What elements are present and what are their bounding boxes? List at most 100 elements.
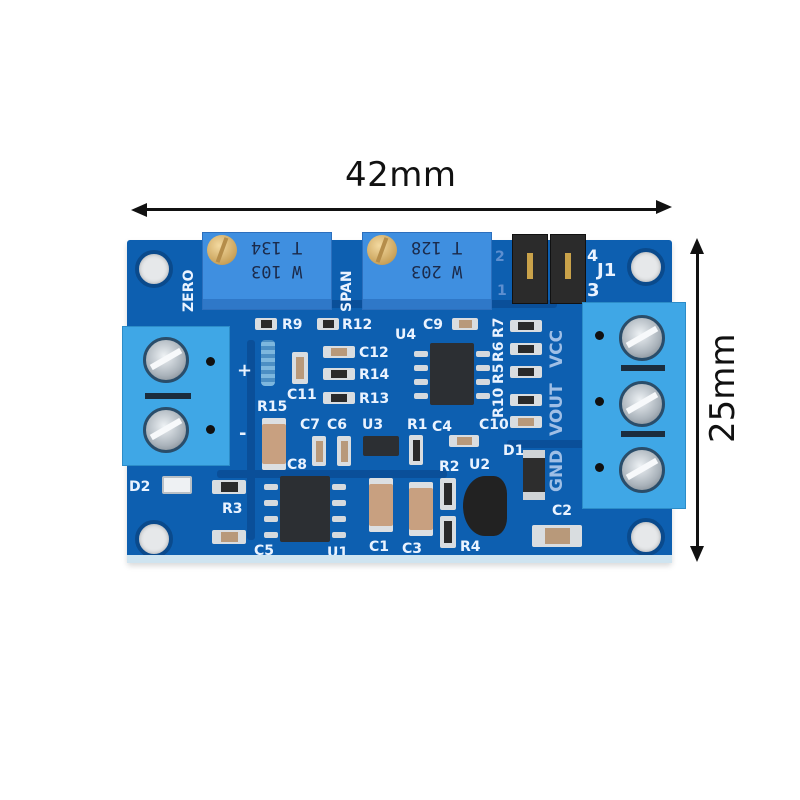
height-dimension-line <box>696 250 699 550</box>
silk-c5: C5 <box>254 543 275 559</box>
terminal-divider <box>621 431 665 437</box>
terminal-wire-hole <box>595 397 604 406</box>
terminal-screw-icon[interactable] <box>619 447 665 493</box>
silk-r12: R12 <box>342 317 373 333</box>
arrow-down-icon <box>690 546 704 562</box>
resistor-r2 <box>440 478 456 510</box>
terminal-divider <box>621 365 665 371</box>
output-terminal-block[interactable] <box>582 302 686 509</box>
ic-pin <box>414 365 428 371</box>
pcb-trace <box>247 340 255 540</box>
terminal-screw-icon[interactable] <box>143 337 189 383</box>
capacitor-c5 <box>212 530 246 544</box>
terminal-wire-hole <box>206 357 215 366</box>
silk-input-plus: + <box>237 360 253 381</box>
terminal-screw-icon[interactable] <box>619 315 665 361</box>
silk-r15: R15 <box>257 399 288 415</box>
pcb-trace <box>507 440 587 448</box>
width-dimension-label: 42mm <box>345 155 457 195</box>
ic-pin <box>414 393 428 399</box>
inductor <box>261 340 275 386</box>
board-edge <box>127 555 672 563</box>
jumper-block-1-2[interactable] <box>512 234 548 304</box>
ic-u1 <box>264 476 346 542</box>
pot-code-bottom: T 128 <box>411 237 463 257</box>
pot-code-bottom: T 134 <box>251 237 303 257</box>
zero-potentiometer[interactable]: W 103 T 134 <box>202 232 332 310</box>
ic-pin <box>332 500 346 506</box>
arrow-left-icon <box>131 203 147 217</box>
arrow-right-icon <box>656 200 672 214</box>
silk-j1-label: J1 <box>597 260 617 281</box>
silk-r9: R9 <box>282 317 303 333</box>
ic-pin <box>476 365 490 371</box>
mounting-hole <box>627 518 665 556</box>
resistor-r10 <box>510 394 542 406</box>
ic-pin <box>414 351 428 357</box>
pcb-trace <box>217 470 447 478</box>
pot-code-top: W 103 <box>251 261 303 281</box>
mounting-hole <box>135 250 173 288</box>
silk-jumper-pin-1: 1 <box>497 283 507 299</box>
silk-jumper-pin-2: 2 <box>495 249 505 265</box>
arrow-up-icon <box>690 238 704 254</box>
silk-d1: D1 <box>503 443 525 459</box>
terminal-wire-hole <box>206 425 215 434</box>
ic-pin <box>264 516 278 522</box>
silk-c12: C12 <box>359 345 389 361</box>
terminal-divider <box>145 393 191 399</box>
silk-c11: C11 <box>287 387 317 403</box>
transistor-u3 <box>363 436 399 456</box>
silk-vout-label: VOUT <box>547 383 567 436</box>
height-dimension-label: 25mm <box>703 333 743 443</box>
ic-pin <box>476 351 490 357</box>
terminal-screw-icon[interactable] <box>619 381 665 427</box>
silk-u2: U2 <box>469 457 491 473</box>
capacitor-c11 <box>292 352 308 384</box>
input-terminal-block[interactable] <box>122 326 230 466</box>
silk-vcc-label: VCC <box>547 329 567 368</box>
silk-d2: D2 <box>129 479 151 495</box>
mounting-hole <box>135 520 173 558</box>
silk-r13: R13 <box>359 391 390 407</box>
capacitor-c7 <box>312 436 326 466</box>
silk-c8: C8 <box>287 457 308 473</box>
resistor-r9 <box>255 318 277 330</box>
silk-c7: C7 <box>300 417 321 433</box>
capacitor-c8 <box>262 418 286 470</box>
ic-pin <box>332 532 346 538</box>
silk-c9: C9 <box>423 317 444 333</box>
resistor-r14 <box>323 368 355 380</box>
capacitor-c10 <box>510 416 542 428</box>
silk-span-label: SPAN <box>339 270 355 312</box>
silk-r3: R3 <box>222 501 243 517</box>
resistor-r5 <box>510 366 542 378</box>
span-potentiometer[interactable]: W 203 T 128 <box>362 232 492 310</box>
silk-jumper-pin-4: 4 <box>587 246 599 265</box>
capacitor-c9 <box>452 318 478 330</box>
silk-r4: R4 <box>460 539 481 555</box>
adjust-screw-icon[interactable] <box>207 235 237 265</box>
jumper-block-3-4[interactable] <box>550 234 586 304</box>
silk-gnd-label: GND <box>547 449 567 492</box>
terminal-screw-icon[interactable] <box>143 407 189 453</box>
terminal-wire-hole <box>595 463 604 472</box>
jumper-pin <box>565 253 571 279</box>
silk-r14: R14 <box>359 367 390 383</box>
width-dimension-line <box>140 208 662 211</box>
silk-r6: R6 <box>491 341 507 362</box>
jumper-pin <box>527 253 533 279</box>
silk-c10: C10 <box>479 417 509 433</box>
silk-c2: C2 <box>552 503 573 519</box>
ic-pin <box>476 393 490 399</box>
ic-pin <box>264 532 278 538</box>
adjust-screw-icon[interactable] <box>367 235 397 265</box>
ic-pin <box>264 500 278 506</box>
ic-pin <box>414 379 428 385</box>
silk-c1: C1 <box>369 539 390 555</box>
ic-pin <box>332 484 346 490</box>
ic-pin <box>476 379 490 385</box>
silk-r7: R7 <box>491 317 507 338</box>
transistor-u2 <box>463 476 507 536</box>
pot-code-top: W 203 <box>411 261 463 281</box>
